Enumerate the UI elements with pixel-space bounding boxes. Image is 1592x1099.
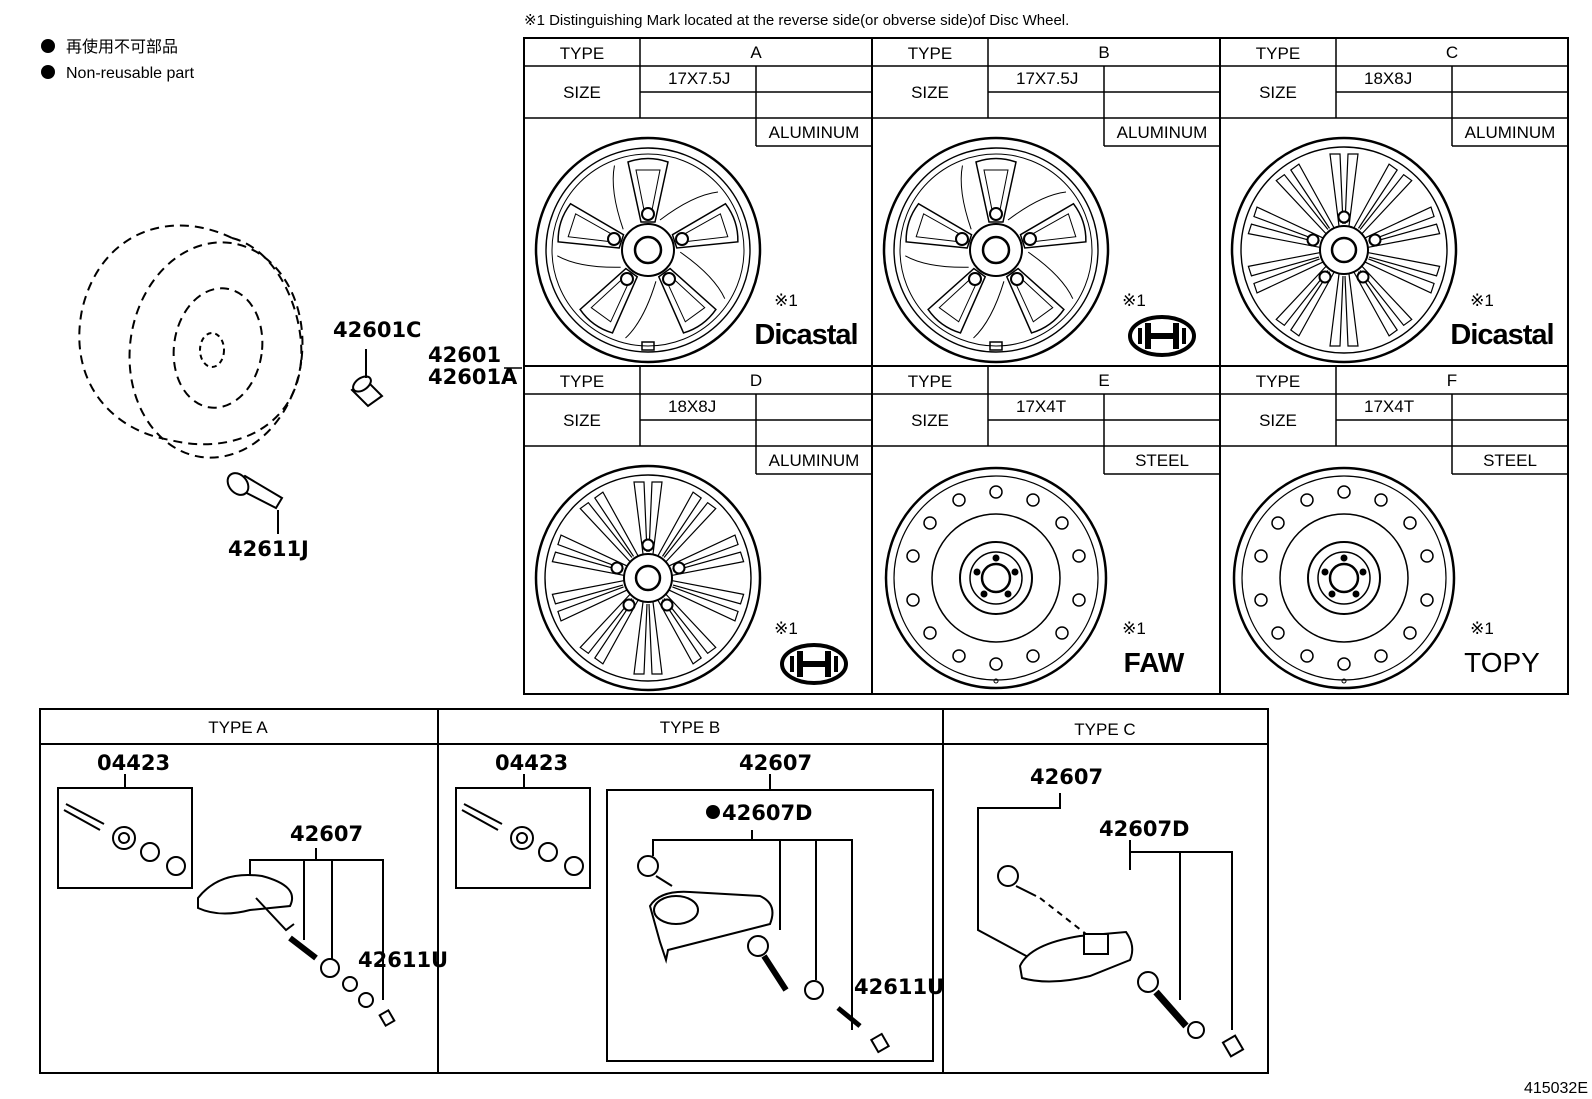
part-42607-c: 42607	[1030, 765, 1103, 789]
type-b-drawing	[455, 774, 934, 1062]
type-label: TYPE	[908, 44, 952, 63]
distinguishing-mark-note: ※1	[1470, 619, 1494, 638]
steel-wheel-icon	[1232, 466, 1456, 690]
size-label: SIZE	[563, 83, 601, 102]
brand-mark: TOPY	[1464, 647, 1540, 678]
panel-title-type-c: TYPE C	[1074, 720, 1135, 739]
type-a-drawing	[57, 774, 396, 1028]
distinguishing-mark-note: ※1	[1122, 291, 1146, 310]
type-value-a: A	[750, 43, 762, 62]
non-reusable-bullet-icon	[41, 39, 55, 53]
size-label: SIZE	[563, 411, 601, 430]
non-reusable-bullet-icon	[41, 65, 55, 79]
legend: 再使用不可部品 Non-reusable part	[41, 38, 195, 82]
brand-mark: Dicastal	[754, 319, 857, 351]
size-label: SIZE	[911, 411, 949, 430]
material-value: ALUMINUM	[769, 451, 860, 470]
size-value: 17X7.5J	[1016, 69, 1078, 88]
part-42607D-b: 42607D	[722, 801, 813, 825]
type-label: TYPE	[1256, 44, 1300, 63]
valve-stem-icon	[226, 472, 284, 534]
distinguishing-mark-note: ※1	[774, 291, 798, 310]
part-42601C: 42601C	[333, 318, 421, 342]
size-value: 17X4T	[1016, 397, 1066, 416]
material-value: ALUMINUM	[1117, 123, 1208, 142]
type-value-f: F	[1447, 371, 1457, 390]
distinguishing-mark-note: ※1	[1470, 291, 1494, 310]
part-42611U-a: 42611U	[358, 948, 448, 972]
part-42611U-b: 42611U	[854, 975, 944, 999]
part-42601A: 42601A	[428, 365, 518, 389]
type-c-drawing	[977, 793, 1245, 1058]
part-04423-b: 04423	[495, 751, 568, 775]
distinguishing-mark-note: ※1	[774, 619, 798, 638]
type-value-e: E	[1098, 371, 1109, 390]
tire-wheel-drawing	[78, 224, 304, 459]
size-value: 18X8J	[668, 397, 716, 416]
aluminum-wheel-icon	[1232, 138, 1456, 362]
part-42607D-c: 42607D	[1099, 817, 1190, 841]
panel-title-type-b: TYPE B	[660, 718, 720, 737]
type-value-c: C	[1446, 43, 1458, 62]
legend-jp: 再使用不可部品	[66, 38, 178, 56]
brand-mark: FAW	[1124, 647, 1185, 678]
type-label: TYPE	[560, 44, 604, 63]
material-value: STEEL	[1135, 451, 1189, 470]
aluminum-wheel-icon	[536, 138, 760, 365]
sensor-panels	[39, 708, 1269, 1074]
size-value: 18X8J	[1364, 69, 1412, 88]
figure-id: 415032E	[1524, 1080, 1588, 1097]
lug-nut-icon	[350, 349, 384, 408]
part-04423-a: 04423	[97, 751, 170, 775]
aluminum-wheel-icon	[536, 466, 760, 690]
wheel-maker-logo-icon	[782, 645, 846, 683]
wheel-maker-logo-icon	[1130, 317, 1194, 355]
type-value-d: D	[750, 371, 762, 390]
size-value: 17X7.5J	[668, 69, 730, 88]
steel-wheel-icon	[884, 466, 1108, 690]
part-42611J: 42611J	[228, 537, 309, 561]
type-value-b: B	[1098, 43, 1109, 62]
type-label: TYPE	[560, 372, 604, 391]
aluminum-wheel-icon	[884, 138, 1108, 365]
header-note: ※1 Distinguishing Mark located at the re…	[524, 12, 1069, 29]
material-value: ALUMINUM	[769, 123, 860, 142]
part-42601: 42601	[428, 343, 501, 367]
part-42607-a: 42607	[290, 822, 363, 846]
material-value: STEEL	[1483, 451, 1537, 470]
type-label: TYPE	[1256, 372, 1300, 391]
type-label: TYPE	[908, 372, 952, 391]
material-value: ALUMINUM	[1465, 123, 1556, 142]
brand-mark: Dicastal	[1450, 319, 1553, 351]
size-label: SIZE	[1259, 83, 1297, 102]
size-label: SIZE	[1259, 411, 1297, 430]
size-value: 17X4T	[1364, 397, 1414, 416]
non-reusable-bullet-icon	[706, 805, 720, 819]
size-label: SIZE	[911, 83, 949, 102]
legend-en: Non-reusable part	[66, 65, 195, 82]
distinguishing-mark-note: ※1	[1122, 619, 1146, 638]
part-42607-b: 42607	[739, 751, 812, 775]
panel-title-type-a: TYPE A	[208, 718, 268, 737]
